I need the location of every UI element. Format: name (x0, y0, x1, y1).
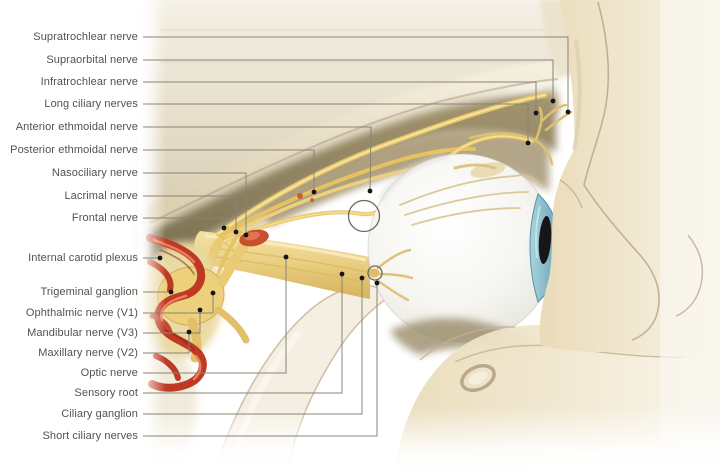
leader-line-lacrimal-nerve (143, 195, 237, 232)
dot-supratrochlear-nerve (565, 109, 571, 115)
label-internal-carotid-plexus: Internal carotid plexus (28, 252, 138, 264)
scleral-nerve-wisps (399, 174, 539, 226)
leader-line-ophthalmic-nerve-v1 (143, 293, 214, 314)
label-maxillary-nerve-v2: Maxillary nerve (V2) (38, 347, 138, 359)
dot-optic-nerve (283, 254, 289, 260)
leader-line-maxillary-nerve-v2 (143, 332, 190, 354)
label-infratrochlear-nerve: Infratrochlear nerve (40, 76, 138, 88)
leader-line-sensory-root (143, 274, 343, 394)
dot-nasociliary-nerve (243, 232, 249, 238)
label-trigeminal-ganglion: Trigeminal ganglion (40, 286, 138, 298)
leader-line-long-ciliary-nerves (143, 103, 529, 143)
pupil (538, 216, 552, 264)
leader-line-mandibular-nerve-v3 (143, 310, 201, 334)
face-profile (539, 0, 720, 471)
dot-internal-carotid-plexus (157, 255, 163, 261)
label-ciliary-ganglion: Ciliary ganglion (61, 408, 138, 420)
dot-posterior-ethmoidal-nerve (311, 189, 317, 195)
label-posterior-ethmoidal-nerve: Posterior ethmoidal nerve (10, 144, 138, 156)
label-long-ciliary-nerves: Long ciliary nerves (44, 98, 138, 110)
nasociliary-crossing-circle (347, 199, 381, 233)
ciliary-ganglion-circle (367, 265, 383, 281)
label-supraorbital-nerve: Supraorbital nerve (46, 54, 138, 66)
leader-line-nasociliary-nerve (143, 172, 247, 235)
dot-ophthalmic-nerve-v1 (210, 290, 216, 296)
dot-lacrimal-nerve (233, 229, 239, 235)
leader-line-optic-nerve (143, 257, 287, 374)
leader-line-ciliary-ganglion (143, 278, 363, 415)
lacrimal-gland (453, 162, 506, 178)
dot-ciliary-ganglion (359, 275, 365, 281)
leader-line-supratrochlear-nerve (143, 36, 569, 112)
dot-infratrochlear-nerve (533, 110, 539, 116)
label-ophthalmic-nerve-v1: Ophthalmic nerve (V1) (25, 307, 138, 319)
leader-line-frontal-nerve (143, 217, 225, 228)
label-optic-nerve: Optic nerve (80, 367, 138, 379)
label-anterior-ethmoidal-nerve: Anterior ethmoidal nerve (15, 121, 138, 133)
leader-line-infratrochlear-nerve (143, 81, 537, 113)
dot-mandibular-nerve-v3 (197, 307, 203, 313)
dot-supraorbital-nerve (550, 98, 556, 104)
label-lacrimal-nerve: Lacrimal nerve (64, 190, 138, 202)
leader-line-anterior-ethmoidal-nerve (143, 126, 372, 192)
label-frontal-nerve: Frontal nerve (71, 212, 138, 224)
dot-frontal-nerve (221, 225, 227, 231)
label-supratrochlear-nerve: Supratrochlear nerve (33, 31, 138, 43)
leader-line-short-ciliary-nerves (143, 283, 378, 437)
bottom-fade (0, 406, 720, 471)
label-sensory-root: Sensory root (74, 387, 138, 399)
dot-sensory-root (339, 271, 345, 277)
leader-line-posterior-ethmoidal-nerve (143, 149, 315, 192)
dot-maxillary-nerve-v2 (186, 329, 192, 335)
leader-line-supraorbital-nerve (143, 59, 554, 101)
label-nasociliary-nerve: Nasociliary nerve (51, 167, 138, 179)
dot-trigeminal-ganglion (168, 289, 174, 295)
label-short-ciliary-nerves: Short ciliary nerves (42, 430, 138, 442)
label-mandibular-nerve-v3: Mandibular nerve (V3) (27, 327, 138, 339)
dot-long-ciliary-nerves (525, 140, 531, 146)
dot-anterior-ethmoidal-nerve (367, 188, 373, 194)
dot-short-ciliary-nerves (374, 280, 380, 286)
